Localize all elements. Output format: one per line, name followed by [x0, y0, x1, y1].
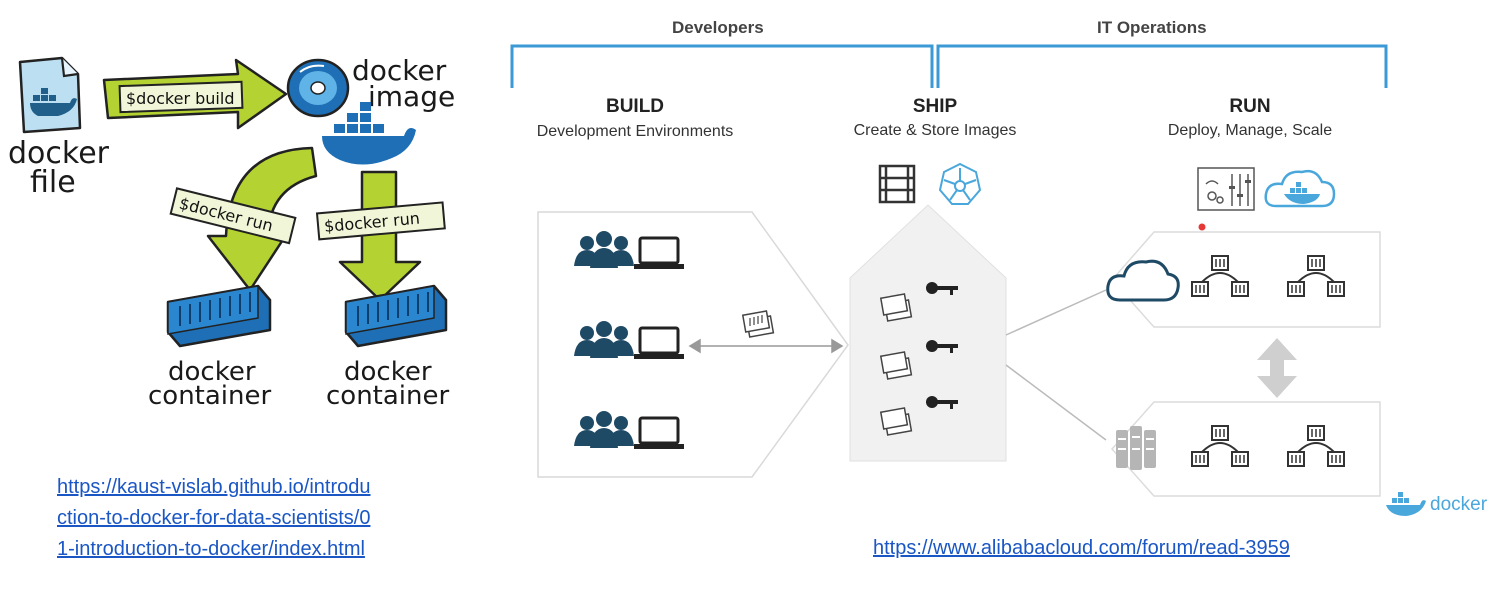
image-key-row-1	[879, 282, 958, 322]
ship-panel	[849, 204, 1007, 462]
ship-title: SHIP	[912, 96, 958, 117]
docker-whale-icon	[322, 102, 416, 165]
container-label-1: docker	[168, 357, 256, 387]
control-panel-icon	[1197, 167, 1255, 211]
developer-row-3	[574, 411, 684, 449]
cloud-icon	[1106, 259, 1180, 302]
alibaba-source-link[interactable]: https://www.alibabacloud.com/forum/read-…	[873, 537, 1290, 559]
dockerfile-label-line2: file	[30, 165, 76, 200]
container-label-2: docker	[344, 357, 432, 387]
kaust-source-link-line1[interactable]: https://kaust-vislab.github.io/introdu	[57, 476, 371, 498]
build-ship-double-arrow	[688, 338, 844, 354]
container-node-cluster-3	[1191, 425, 1249, 467]
container-icon-1	[166, 284, 272, 348]
run-subtitle: Deploy, Manage, Scale	[1167, 122, 1333, 139]
run-arrow-left: $docker run	[169, 146, 318, 292]
build-arrow: $docker build	[102, 58, 288, 130]
developers-bracket	[510, 44, 934, 88]
people-icon	[574, 411, 634, 448]
red-dot-marker	[1198, 223, 1206, 231]
server-rack-icon	[1116, 426, 1156, 470]
build-ship-run-diagram	[510, 44, 1426, 516]
laptop-icon	[634, 416, 684, 449]
container-node-cluster-2	[1287, 255, 1345, 297]
container-node-cluster-4	[1287, 425, 1345, 467]
ship-run-connector-top	[1005, 289, 1107, 336]
docker-cloud-icon	[1264, 169, 1336, 208]
dockerfile-label: docker	[8, 136, 110, 171]
kaust-source-link-line2[interactable]: ction-to-docker-for-data-scientists/0	[57, 507, 371, 529]
run-arrow-right: $docker run	[315, 170, 446, 302]
dockerfile-document-icon	[18, 56, 82, 134]
docker-image-label-line2: image	[368, 80, 455, 113]
docker-brand-text: docker	[1430, 494, 1488, 515]
image-key-row-3	[879, 396, 958, 436]
it-operations-bracket	[936, 44, 1388, 88]
developer-row-2	[574, 321, 684, 359]
key-icon	[926, 282, 958, 295]
image-key-row-2	[879, 340, 958, 380]
docker-whale-small-icon	[1386, 492, 1426, 516]
kaust-source-link-line3[interactable]: 1-introduction-to-docker/index.html	[57, 538, 365, 560]
container-node-cluster-1	[1191, 255, 1249, 297]
developers-group-label: Developers	[672, 18, 764, 37]
ship-run-connector-bottom	[1005, 364, 1107, 441]
ship-subtitle: Create & Store Images	[853, 122, 1017, 139]
run-title: RUN	[1229, 96, 1271, 117]
laptop-icon	[634, 236, 684, 269]
run-vertical-double-arrow	[1257, 338, 1297, 398]
container-label-1-line2: container	[148, 381, 272, 411]
key-icon	[926, 396, 958, 409]
container-icon-2	[344, 284, 448, 348]
build-title: BUILD	[605, 96, 665, 117]
people-icon	[574, 231, 634, 268]
docker-brand-logo	[1386, 492, 1426, 516]
docker-image-disc-icon	[286, 58, 350, 118]
developer-row-1	[574, 231, 684, 269]
docker-image-label: docker	[352, 54, 447, 87]
it-operations-group-label: IT Operations	[1097, 18, 1207, 37]
helm-wheel-icon	[938, 162, 982, 205]
people-icon	[574, 321, 634, 358]
registry-rack-icon	[878, 164, 916, 204]
docker-workflow-diagram: docker file $docker build docker image $…	[8, 54, 455, 411]
laptop-icon	[634, 326, 684, 359]
key-icon	[926, 340, 958, 353]
build-subtitle: Development Environments	[536, 123, 734, 140]
run-container-nodes	[1191, 255, 1345, 467]
kaust-source-link[interactable]: https://kaust-vislab.github.io/introdu c…	[57, 472, 437, 565]
image-stack-icon	[741, 310, 775, 338]
container-label-2-line2: container	[326, 381, 450, 411]
build-command-label: $docker build	[126, 89, 234, 108]
